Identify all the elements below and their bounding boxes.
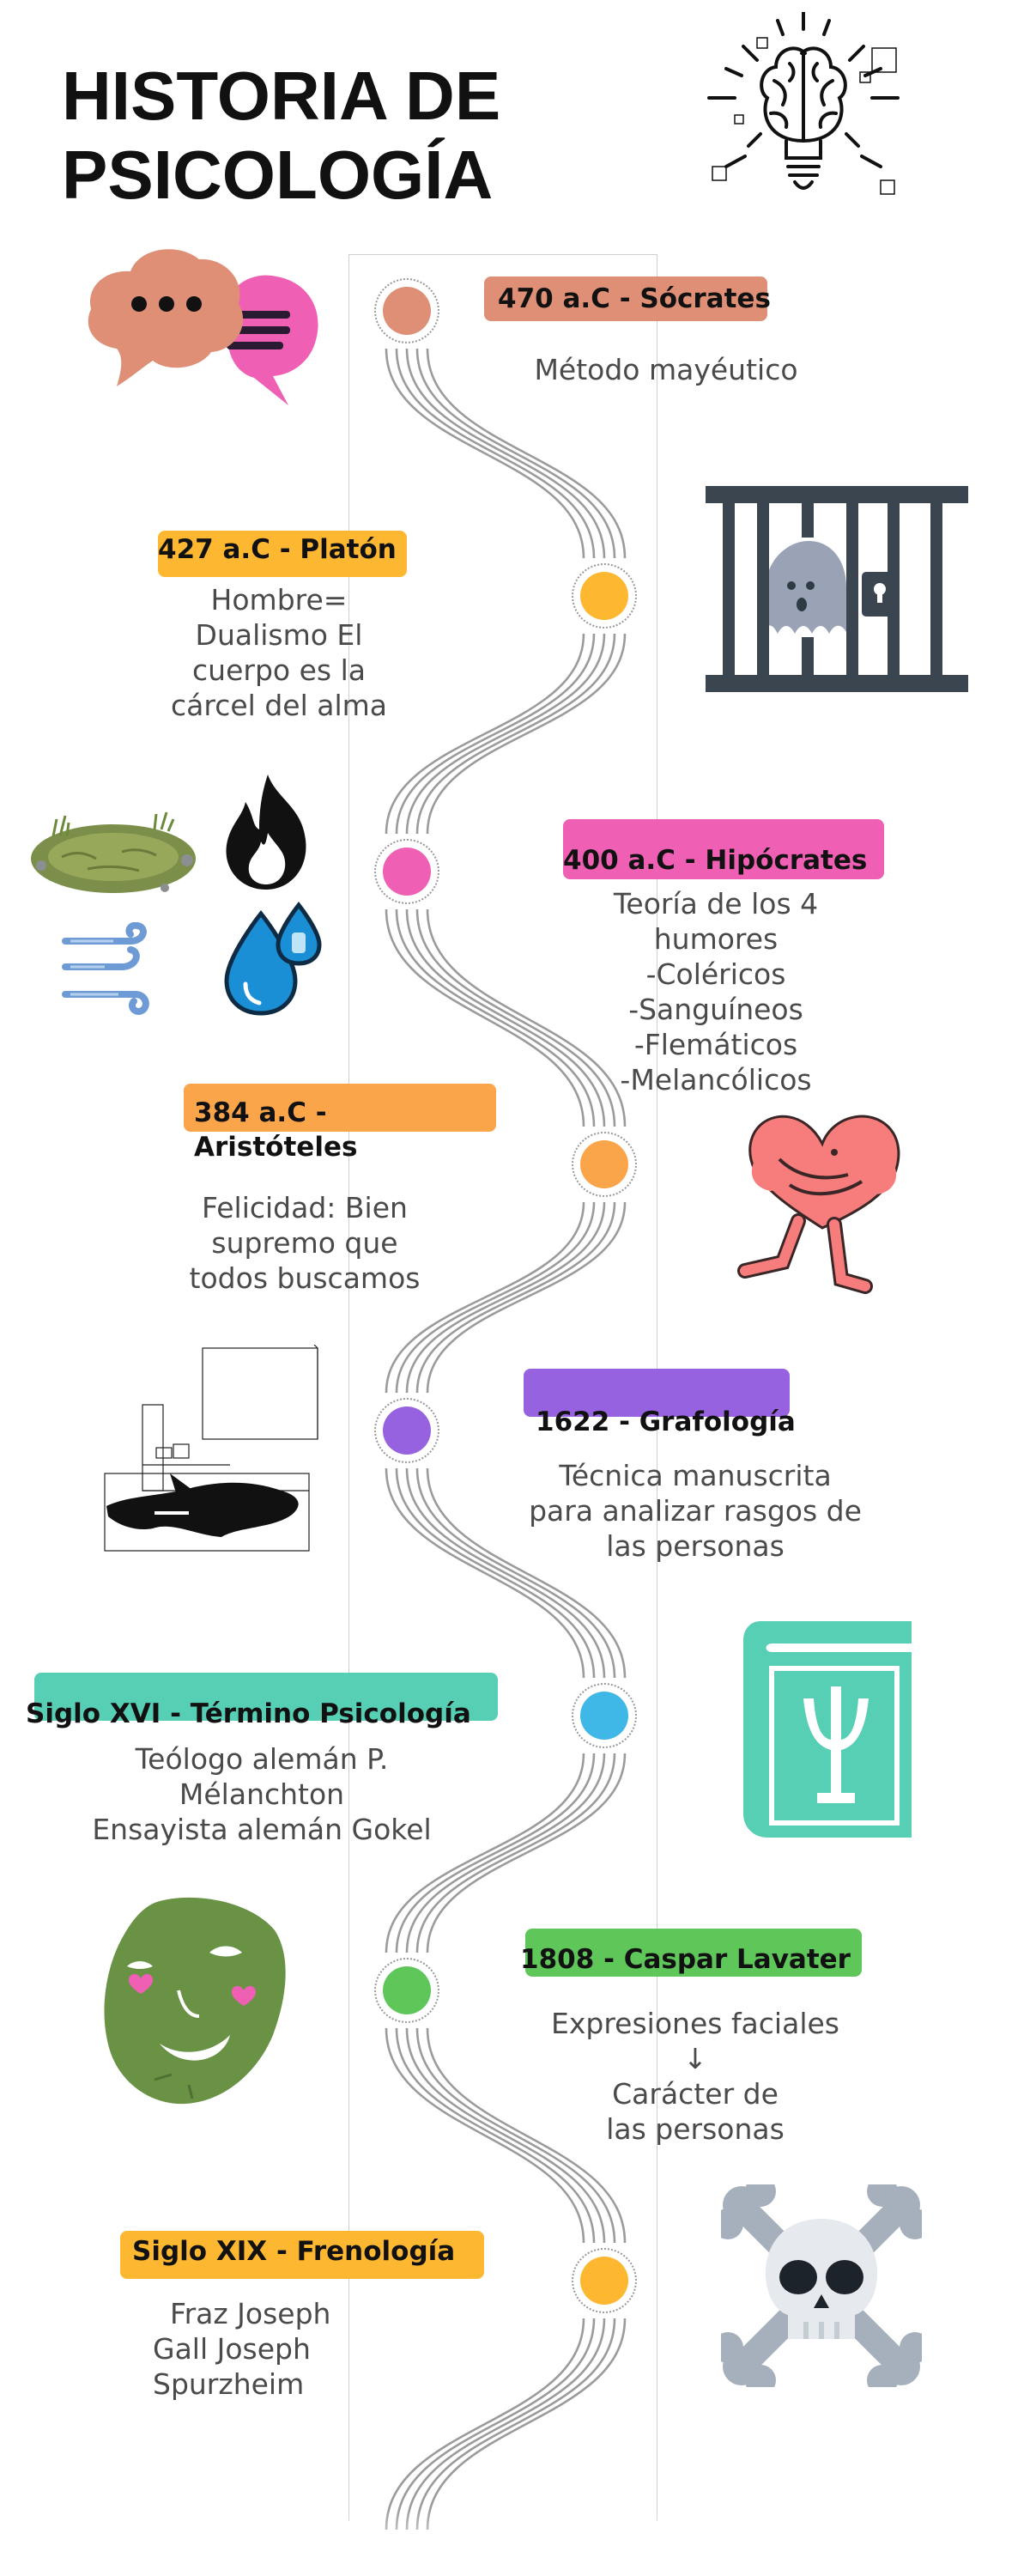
- event-label-platon: 427 a.C - Platón: [158, 531, 407, 577]
- desk-writing-icon: [104, 1345, 318, 1552]
- event-label-lavater: 1808 - Caspar Lavater: [520, 1929, 862, 1977]
- wind-icon: [62, 922, 149, 1016]
- event-label-lavater-text: 1808 - Caspar Lavater: [520, 1944, 851, 1975]
- ghost-in-cage-icon: [706, 486, 968, 692]
- event-label-frenologia: Siglo XIX - Frenología: [120, 2231, 484, 2279]
- timeline-node-4: [572, 1132, 637, 1197]
- event-desc-socrates: Método mayéutico: [534, 353, 798, 386]
- timeline-node-5: [374, 1398, 439, 1463]
- title-line-2: PSICOLOGÍA: [62, 137, 494, 213]
- timeline-node-1: [374, 278, 439, 343]
- water-drops-icon: [224, 902, 322, 1016]
- swamp-earth-icon: [31, 811, 196, 893]
- chat-bubbles-icon: [88, 249, 318, 405]
- timeline-node-6: [572, 1683, 637, 1748]
- lightbulb-brain-icon: [707, 12, 900, 195]
- event-label-aristoteles-name: Aristóteles: [194, 1132, 358, 1163]
- event-label-aristoteles-date: 384 a.C -: [194, 1097, 327, 1128]
- face-mask-icon: [104, 1897, 286, 2105]
- page-title: HISTORIA DE PSICOLOGÍA: [62, 57, 500, 215]
- timeline-node-2: [572, 563, 637, 629]
- heart-hug-icon: [737, 1115, 900, 1294]
- timeline-node-8: [572, 2248, 637, 2313]
- skull-crossbones-icon: [721, 2184, 922, 2387]
- event-label-hipocrates: 400 a.C - Hipócrates: [563, 819, 884, 879]
- event-label-aristoteles: 384 a.C - Aristóteles: [184, 1084, 496, 1163]
- psychology-book-icon: [743, 1621, 912, 1838]
- event-label-socrates: 470 a.C - Sócrates: [484, 276, 771, 321]
- event-label-grafologia: 1622 - Grafología: [524, 1369, 796, 1437]
- event-label-termino-psicologia: Siglo XVI - Término Psicología: [26, 1673, 498, 1729]
- title-line-1: HISTORIA DE: [62, 58, 501, 134]
- fire-icon: [226, 775, 306, 890]
- timeline-node-7: [374, 1958, 439, 2023]
- event-label-termino-psicologia-text: Siglo XVI - Término Psicología: [26, 1698, 471, 1729]
- timeline-node-3: [374, 839, 439, 904]
